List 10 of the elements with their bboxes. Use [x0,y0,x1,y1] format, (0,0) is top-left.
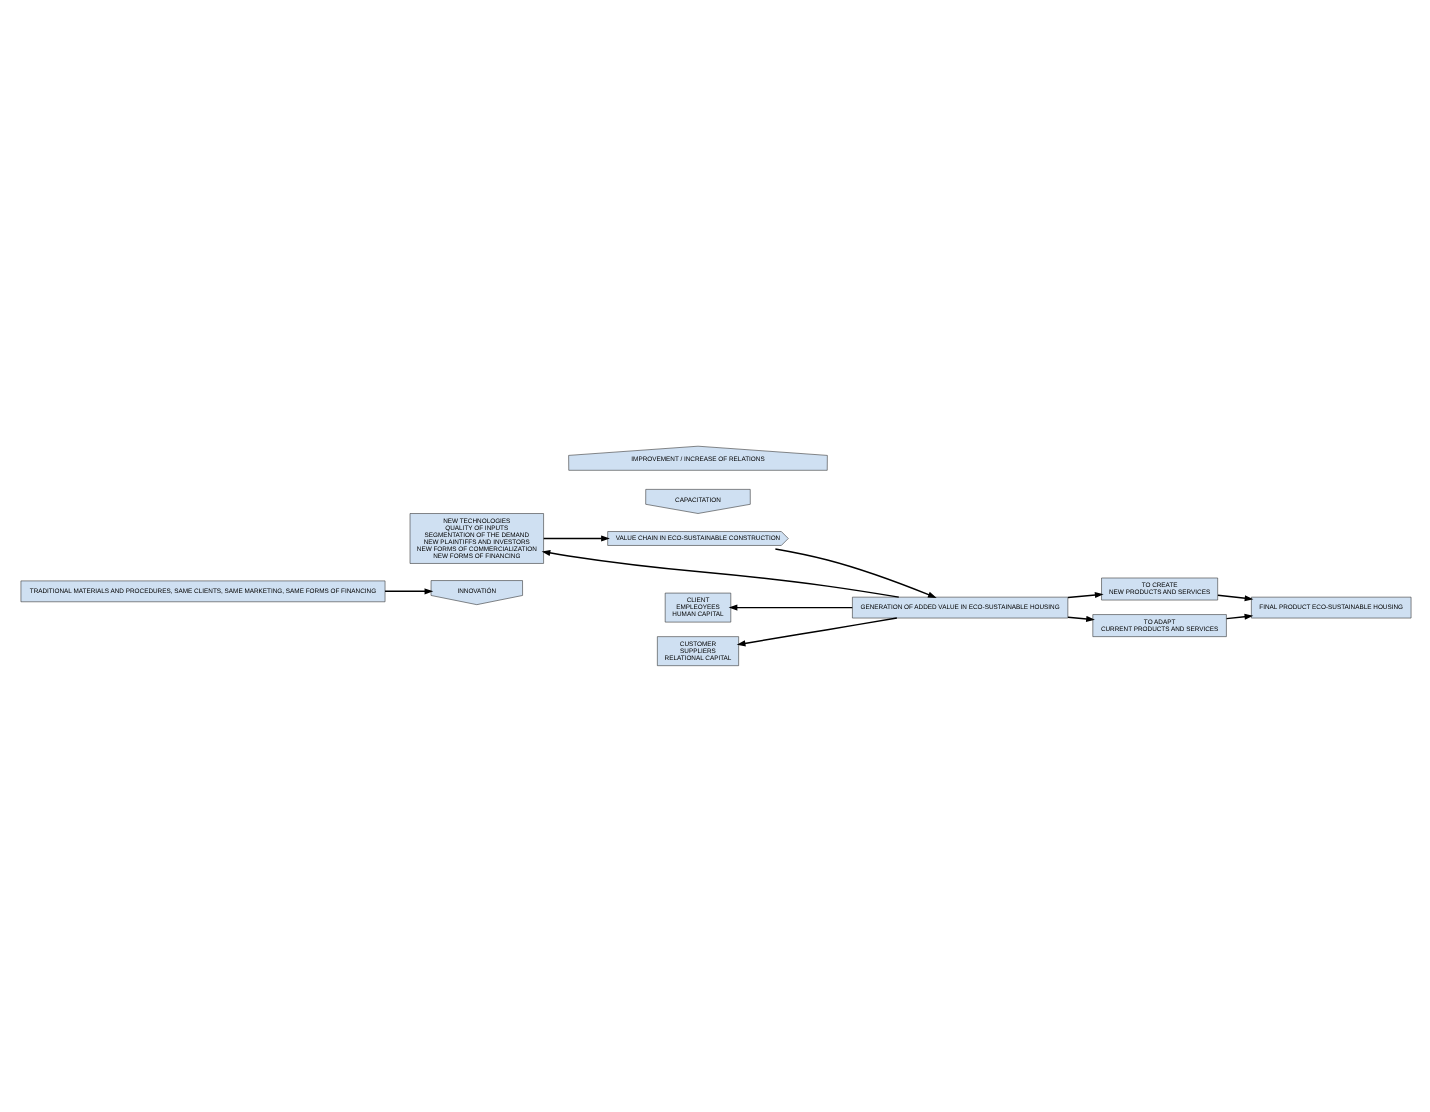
arrow [1066,591,1103,599]
arrow [735,617,897,647]
arrow [727,604,852,611]
arrow [541,535,609,542]
arrow [540,549,899,598]
arrow [1066,615,1094,623]
arrow [773,548,936,598]
arrow [383,588,433,595]
arrow [1224,613,1253,620]
arrow [1216,594,1253,602]
